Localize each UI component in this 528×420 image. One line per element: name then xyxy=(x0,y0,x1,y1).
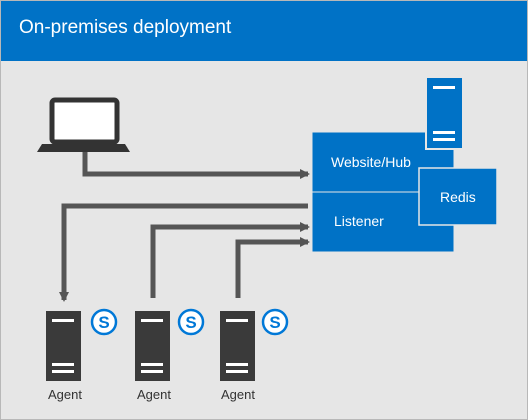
skype-icon: S xyxy=(261,308,289,336)
website-hub-label: Website/Hub xyxy=(331,154,411,170)
svg-text:S: S xyxy=(98,313,109,332)
redis-label: Redis xyxy=(440,189,476,205)
agent-label: Agent xyxy=(221,387,255,402)
page-title: On-premises deployment xyxy=(19,17,232,38)
agent-label: Agent xyxy=(137,387,171,402)
svg-text:S: S xyxy=(185,313,196,332)
agent-2-to-listener-arrow xyxy=(150,222,310,298)
header-bar: On-premises deployment xyxy=(1,1,527,61)
agent-server-icon xyxy=(44,309,83,383)
agent-server-icon xyxy=(218,309,257,383)
redis-server-icon xyxy=(425,76,464,150)
skype-icon: S xyxy=(90,308,118,336)
connectors xyxy=(59,152,310,302)
redis-node: Redis xyxy=(418,167,498,226)
skype-icon: S xyxy=(177,308,205,336)
laptop-to-website-arrow xyxy=(82,152,310,179)
listener-label: Listener xyxy=(334,213,384,229)
agent-3-to-listener-arrow xyxy=(235,237,310,298)
listener-to-agent-1-arrow xyxy=(59,203,308,302)
agent-label: Agent xyxy=(48,387,82,402)
agent-server-icon xyxy=(133,309,172,383)
svg-text:S: S xyxy=(269,313,280,332)
laptop-icon xyxy=(37,97,130,152)
